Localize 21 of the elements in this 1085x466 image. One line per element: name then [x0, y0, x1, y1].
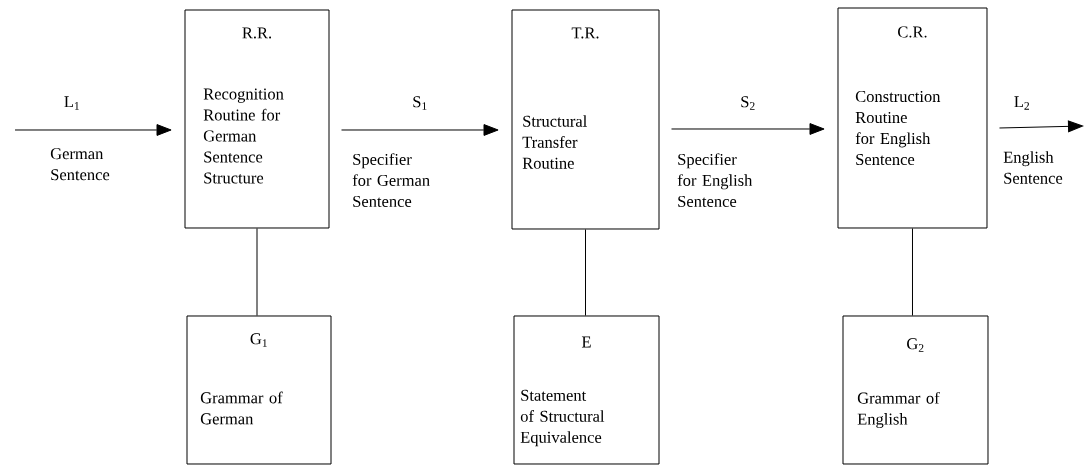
connector-line	[912, 228, 913, 316]
signal-label: German Sentence	[50, 148, 110, 181]
edge-label: S$_{2}$	[741, 96, 755, 110]
process-box: E Statement of Structural Equivalence	[513, 315, 660, 465]
process-box: G$_{2}$ Grammar of English	[842, 315, 989, 465]
connector-line	[256, 228, 258, 316]
process-box: R.R. Recognition Routine for German Sentence Structure	[184, 9, 330, 229]
process-box: T.R. Structural Transfer Routine	[511, 9, 660, 230]
edge-label: S$_{1}$	[413, 96, 427, 110]
connector-line	[585, 229, 586, 316]
process-box: C.R. Construction Routine for English Sentence	[837, 7, 988, 229]
signal-label: Specifier for German Sentence	[352, 153, 430, 207]
arrow	[14, 124, 172, 136]
arrow	[671, 123, 825, 135]
arrow	[341, 124, 499, 136]
process-box: G$_{1}$ Grammar of German	[186, 315, 332, 465]
edge-label: L$_{1}$	[64, 96, 79, 110]
signal-label: Specifier for English Sentence	[677, 153, 753, 207]
signal-label: English Sentence	[1003, 151, 1063, 184]
arrow	[999, 120, 1084, 133]
edge-label: L$_{2}$	[1014, 96, 1029, 110]
